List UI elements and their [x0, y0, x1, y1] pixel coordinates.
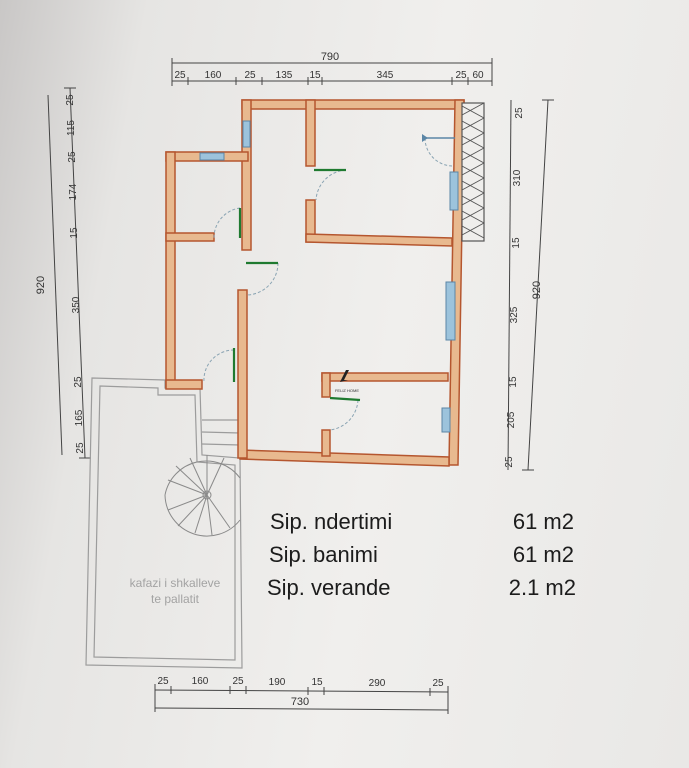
top-seg-5: 15 [309, 70, 321, 81]
top-dimension-chain [171, 58, 493, 86]
bottom-total-dimension: 730 [291, 696, 309, 708]
area-row-veranda: Sip. verande 2.1 m2 [267, 575, 580, 603]
bottom-dimension-chain [154, 684, 449, 714]
area-row-living: Sip. banimi 61 m2 [269, 542, 580, 570]
windows [199, 120, 459, 433]
window-right-lower [441, 407, 451, 433]
left-seg-2: 115 [66, 120, 77, 136]
doors [203, 134, 455, 431]
bottom-seg-5: 15 [311, 677, 323, 688]
top-seg-1: 25 [174, 70, 186, 81]
top-seg-2: 160 [205, 70, 222, 81]
area-label-veranda: Sip. verande [267, 575, 391, 600]
top-seg-4: 135 [276, 70, 293, 81]
area-row-building: Sip. ndertimi 61 m2 [270, 509, 580, 537]
left-dimension-chain [47, 87, 91, 459]
left-seg-8: 165 [74, 409, 85, 426]
right-seg-3: 15 [511, 237, 522, 249]
window-left-upper [242, 120, 251, 148]
top-seg-8: 60 [472, 70, 484, 81]
top-seg-7: 25 [455, 70, 467, 81]
left-total-dimension: 920 [35, 276, 47, 294]
area-label-living: Sip. banimi [269, 542, 378, 567]
area-label-building: Sip. ndertimi [270, 509, 393, 534]
left-seg-5: 15 [69, 227, 80, 239]
stairwell-note-line-2: te pallatit [150, 592, 200, 606]
right-seg-5: 15 [508, 376, 519, 388]
left-seg-1: 25 [65, 94, 76, 106]
building-stairwell [85, 377, 243, 669]
left-seg-7: 25 [73, 376, 84, 388]
stairwell-note: kafazi i shkalleve te pallatit [100, 575, 250, 607]
bottom-seg-3: 25 [232, 676, 244, 687]
top-segment-labels: 25 160 25 135 15 345 25 60 [174, 70, 484, 81]
walls [165, 99, 465, 467]
top-seg-3: 25 [244, 70, 256, 81]
window-right-upper [449, 171, 459, 211]
top-total-dimension: 790 [321, 51, 339, 63]
door-balcony-arrow-icon [422, 134, 428, 142]
right-seg-4: 325 [509, 306, 520, 323]
right-dimension-chain [507, 99, 554, 471]
area-value-building: 61 m2 [512, 509, 574, 534]
area-value-veranda: 2.1 m2 [508, 575, 576, 600]
right-seg-1: 25 [514, 107, 525, 119]
left-seg-3: 25 [67, 151, 78, 163]
spiral-staircase [164, 455, 241, 537]
right-segment-labels: 25 310 15 325 15 205 25 [504, 107, 525, 468]
left-seg-9: 25 [75, 442, 86, 454]
right-seg-2: 310 [512, 169, 523, 186]
bottom-seg-1: 25 [157, 676, 169, 687]
bottom-seg-4: 190 [269, 677, 286, 688]
logo-text: FELIZ HOME [335, 388, 359, 393]
left-seg-6: 350 [71, 296, 82, 313]
bottom-seg-2: 160 [192, 676, 209, 687]
left-segment-labels: 25 115 25 174 15 350 25 165 25 [65, 94, 86, 454]
balcony [461, 102, 485, 242]
window-left-wing [199, 152, 225, 161]
top-seg-6: 345 [377, 70, 394, 81]
right-seg-6: 205 [506, 411, 517, 428]
bottom-seg-7: 25 [432, 678, 444, 689]
right-seg-7: 25 [504, 456, 515, 468]
area-value-living: 61 m2 [512, 542, 574, 567]
door-lower-room [329, 396, 361, 402]
stairwell-note-line-1: kafazi i shkalleve [129, 576, 221, 590]
right-total-dimension: 920 [531, 281, 543, 299]
bottom-seg-6: 290 [369, 678, 386, 689]
left-seg-4: 174 [68, 183, 79, 200]
feliz-home-logo: FELIZ HOME [335, 370, 359, 393]
window-right-middle [445, 281, 456, 341]
bottom-segment-labels: 25 160 25 190 15 290 25 [157, 676, 444, 689]
